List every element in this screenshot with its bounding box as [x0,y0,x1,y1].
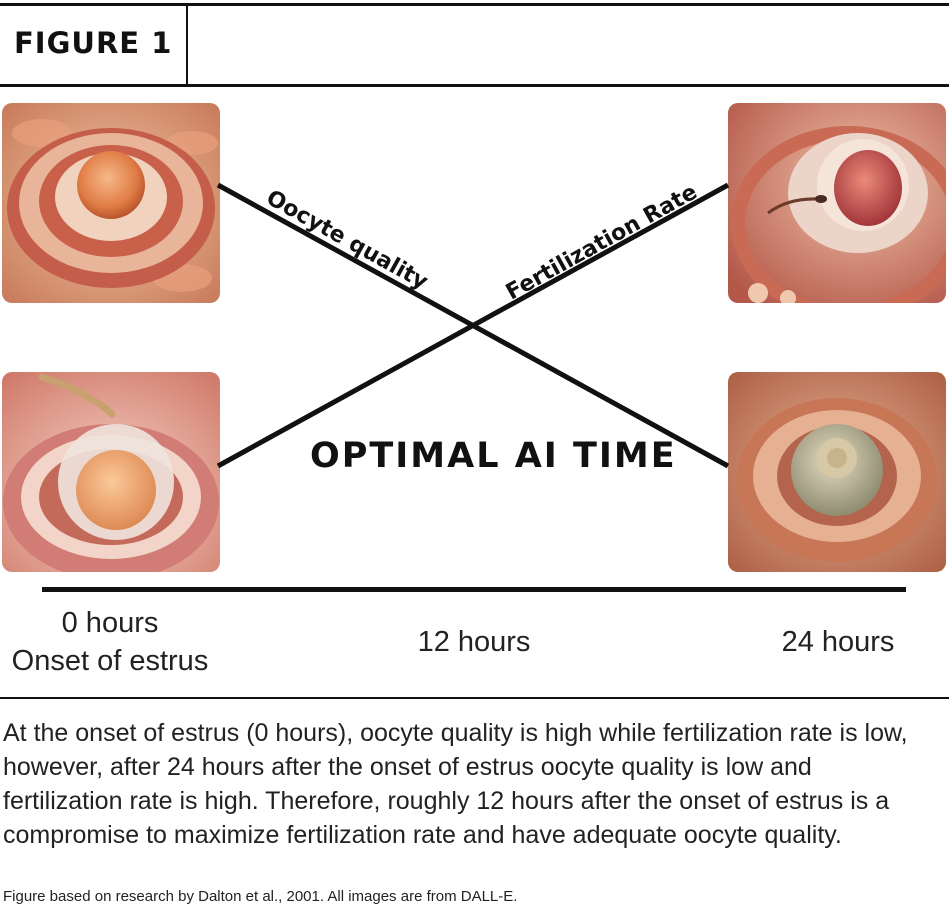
oocyte-image-top-left [2,103,220,303]
header-divider [186,3,188,87]
oocyte-image-bottom-right [728,372,946,572]
timeline-axis [42,587,906,592]
oocyte-quality-label: Oocyte quality [261,185,432,295]
figure-caption: At the onset of estrus (0 hours), oocyte… [3,719,908,849]
fertilization-rate-label: Fertilization Rate [501,179,702,306]
figure-header: FIGURE 1 [0,0,949,88]
tick-0-hours: 0 hours Onset of estrus [10,604,210,680]
tick-12-hours: 12 hours [417,626,531,658]
optimal-ai-time-label: OPTIMAL AI TIME [310,436,677,476]
figure-label: FIGURE 1 [14,26,173,60]
caption-divider [0,697,949,699]
oocyte-image-top-right [728,103,946,303]
header-top-rule [0,3,949,6]
header-bottom-rule [0,84,949,87]
figure-footnote: Figure based on research by Dalton et al… [3,888,518,905]
oocyte-image-bottom-left [2,372,220,572]
tick-24-hours: 24 hours [781,626,895,658]
tick-0-hours-label: 0 hours [61,607,159,639]
tick-0-hours-sublabel: Onset of estrus [11,645,209,677]
